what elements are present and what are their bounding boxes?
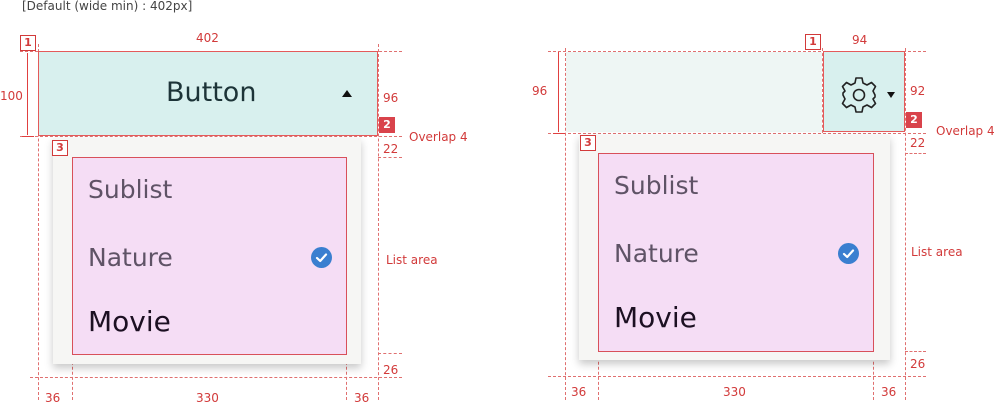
anchor-button[interactable]: Button bbox=[38, 51, 378, 136]
height-arrow-tick bbox=[22, 136, 34, 137]
guide bbox=[905, 48, 906, 400]
list-item-movie[interactable]: Movie bbox=[88, 305, 171, 338]
list-item-sublist[interactable]: Sublist bbox=[88, 175, 173, 204]
dim-height-left: 100 bbox=[0, 89, 23, 103]
guide bbox=[905, 153, 926, 154]
dim-overlap: Overlap 4 bbox=[936, 124, 995, 138]
dim-pad-right: 36 bbox=[354, 391, 370, 405]
caret-down-icon bbox=[887, 92, 895, 98]
toolbar-area bbox=[566, 52, 822, 132]
marker-3: 3 bbox=[52, 140, 68, 156]
dim-overlap: Overlap 4 bbox=[409, 130, 468, 144]
marker-1: 1 bbox=[805, 34, 821, 50]
dim-height-right: 96 bbox=[383, 91, 399, 105]
height-arrow bbox=[27, 53, 28, 135]
dim-gap: 22 bbox=[910, 136, 926, 150]
guide bbox=[378, 353, 402, 354]
guide bbox=[378, 157, 402, 158]
check-circle-icon bbox=[838, 243, 859, 264]
marker-2: 2 bbox=[379, 117, 395, 133]
marker-2: 2 bbox=[906, 112, 922, 128]
guide bbox=[378, 44, 379, 400]
dim-bottom-gap: 26 bbox=[910, 357, 926, 371]
dim-pad-right: 36 bbox=[881, 385, 897, 399]
dim-list-area: List area bbox=[386, 253, 438, 267]
caret-up-icon bbox=[342, 90, 352, 97]
dim-width-top: 94 bbox=[852, 33, 868, 47]
dim-pad-left: 36 bbox=[45, 391, 61, 405]
guide bbox=[565, 48, 566, 400]
dim-list-width: 330 bbox=[723, 385, 746, 399]
marker-1: 1 bbox=[20, 35, 36, 51]
dim-list-width: 330 bbox=[196, 391, 219, 405]
dim-pad-left: 36 bbox=[571, 385, 587, 399]
list-item-nature[interactable]: Nature bbox=[88, 243, 173, 272]
marker-3: 3 bbox=[580, 135, 596, 151]
dim-gap: 22 bbox=[383, 142, 399, 156]
dim-width-top: 402 bbox=[196, 31, 219, 45]
spec-caption: [Default (wide min) : 402px] bbox=[22, 0, 193, 13]
list-area: Sublist Nature Movie bbox=[72, 157, 347, 355]
button-label: Button bbox=[166, 77, 257, 108]
guide bbox=[30, 377, 402, 378]
guide bbox=[905, 351, 926, 352]
dim-list-area: List area bbox=[911, 245, 963, 259]
gear-icon bbox=[841, 77, 877, 113]
check-circle-icon bbox=[311, 247, 332, 268]
list-item-nature[interactable]: Nature bbox=[614, 239, 699, 268]
guide bbox=[548, 51, 926, 52]
list-item-sublist[interactable]: Sublist bbox=[614, 171, 699, 200]
height-arrow bbox=[558, 52, 559, 132]
dim-height-left: 96 bbox=[532, 84, 548, 98]
guide bbox=[548, 376, 926, 377]
list-item-movie[interactable]: Movie bbox=[614, 301, 697, 334]
guide bbox=[822, 48, 823, 138]
list-area: Sublist Nature Movie bbox=[598, 153, 874, 352]
dim-height-right: 92 bbox=[910, 84, 926, 98]
guide bbox=[38, 44, 39, 400]
anchor-gear-button[interactable] bbox=[823, 51, 905, 132]
height-arrow-tick bbox=[553, 133, 565, 134]
guide bbox=[20, 136, 402, 137]
guide bbox=[548, 133, 926, 134]
dim-bottom-gap: 26 bbox=[383, 363, 399, 377]
